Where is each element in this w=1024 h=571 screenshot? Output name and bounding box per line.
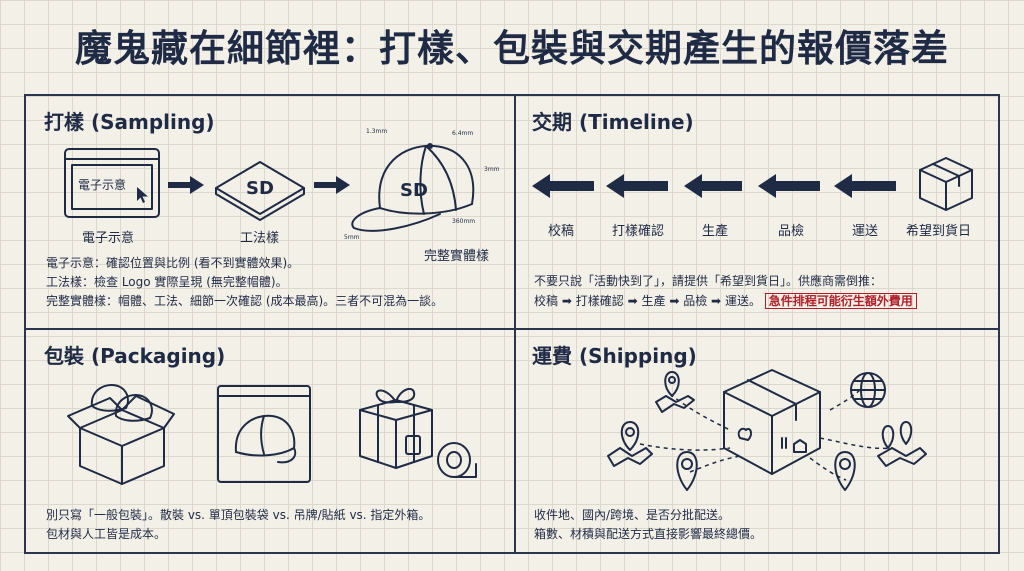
arrow-left-icon xyxy=(758,174,820,198)
arrow-left-icon xyxy=(606,174,668,198)
globe-icon xyxy=(850,372,886,408)
sampling-title: 打樣 (Sampling) xyxy=(44,110,215,134)
sampling-note-2: 工法樣：檢查 Logo 實際呈現 (無完整帽體)。 xyxy=(46,275,288,289)
cap-icon: SD xyxy=(351,143,475,232)
cap-dim-5: 5mm xyxy=(344,234,360,241)
shipping-title: 運費 (Shipping) xyxy=(532,344,697,368)
shipping-note-2: 箱數、材積與配送方式直接影響最終總價。 xyxy=(534,527,763,541)
timeline-step-6: 希望到貨日 xyxy=(906,224,972,239)
box-icon xyxy=(67,384,175,485)
chain-step: 打樣確認 xyxy=(575,294,624,308)
shipping-routes xyxy=(639,387,893,481)
sampling-label-full: 完整實體樣 xyxy=(424,249,490,264)
tape-icon xyxy=(437,442,477,478)
sampling-label-digital: 電子示意 xyxy=(82,231,135,246)
arrow-right-icon xyxy=(168,176,204,194)
cap-dim-4: 360mm xyxy=(452,218,476,225)
timeline-step-2: 打樣確認 xyxy=(612,224,665,239)
arrow-right-icon xyxy=(314,176,350,194)
box-icon xyxy=(919,157,973,211)
box-icon xyxy=(723,369,821,475)
chain-arrow-icon: ➡ xyxy=(711,294,722,308)
monitor-screen-text: 電子示意 xyxy=(78,178,127,192)
chain-step: 運送。 xyxy=(724,294,761,308)
cap-dim-1: 1.3mm xyxy=(366,128,388,135)
timeline-chain: 校稿 ➡ 打樣確認 ➡ 生產 ➡ 品檢 ➡ 運送。 急件排程可能衍生額外費用 xyxy=(534,292,917,311)
panel-divider-vertical xyxy=(514,94,516,554)
panel-frame xyxy=(24,94,1000,554)
packaging-title: 包裝 (Packaging) xyxy=(44,344,226,368)
sampling-note-1: 電子示意：確認位置與比例 (看不到實體效果)。 xyxy=(46,256,300,270)
chain-step: 校稿 xyxy=(534,294,559,308)
timeline-step-5: 運送 xyxy=(852,224,879,239)
sampling-note-3: 完整實體樣：帽體、工法、細節一次確認 (成本最高)。三者不可混為一談。 xyxy=(46,294,444,308)
patch-icon: SD xyxy=(215,161,305,221)
chain-arrow-icon: ➡ xyxy=(627,294,638,308)
cap-dim-3: 3mm xyxy=(484,166,500,173)
arrow-left-icon xyxy=(532,174,594,198)
svg-text:SD: SD xyxy=(246,178,274,199)
arrow-left-icon xyxy=(684,174,742,198)
timeline-step-3: 生產 xyxy=(702,224,729,239)
map-pin-icon xyxy=(834,451,856,491)
page-title: 魔鬼藏在細節裡：打樣、包裝與交期產生的報價落差 xyxy=(75,27,949,70)
chain-step: 生產 xyxy=(641,294,666,308)
gift-icon xyxy=(359,387,433,469)
timeline-step-1: 校稿 xyxy=(548,224,575,239)
arrow-left-icon xyxy=(834,174,896,198)
packaging-note-1: 別只寫「一般包裝」。散裝 vs. 單頂包裝袋 vs. 吊牌/貼紙 vs. 指定外… xyxy=(46,508,431,522)
panel-divider-horizontal xyxy=(24,328,1000,330)
chain-arrow-icon: ➡ xyxy=(669,294,680,308)
chain-arrow-icon: ➡ xyxy=(561,294,572,308)
sampling-label-craft: 工法樣 xyxy=(240,231,280,246)
timeline-note: 不要只說「活動快到了」，請提供「希望到貨日」。供應商需倒推： xyxy=(534,274,883,288)
svg-text:SD: SD xyxy=(400,180,428,201)
monitor-icon xyxy=(64,148,160,218)
map-pin-icon xyxy=(607,421,653,467)
timeline-step-4: 品檢 xyxy=(778,224,805,239)
chain-step: 品檢 xyxy=(683,294,708,308)
cursor-icon xyxy=(137,187,148,203)
map-pin-icon xyxy=(676,451,698,491)
cap-dim-2: 6.4mm xyxy=(452,130,474,137)
bag-icon xyxy=(217,385,311,483)
timeline-title: 交期 (Timeline) xyxy=(532,110,694,134)
map-pin-icon xyxy=(655,371,695,413)
shipping-note-1: 收件地、國內/跨境、是否分批配送。 xyxy=(534,508,731,522)
rush-warning: 急件排程可能衍生額外費用 xyxy=(764,293,917,309)
packaging-note-2: 包材與人工皆是成本。 xyxy=(46,527,167,541)
map-pin-icon xyxy=(877,421,927,467)
